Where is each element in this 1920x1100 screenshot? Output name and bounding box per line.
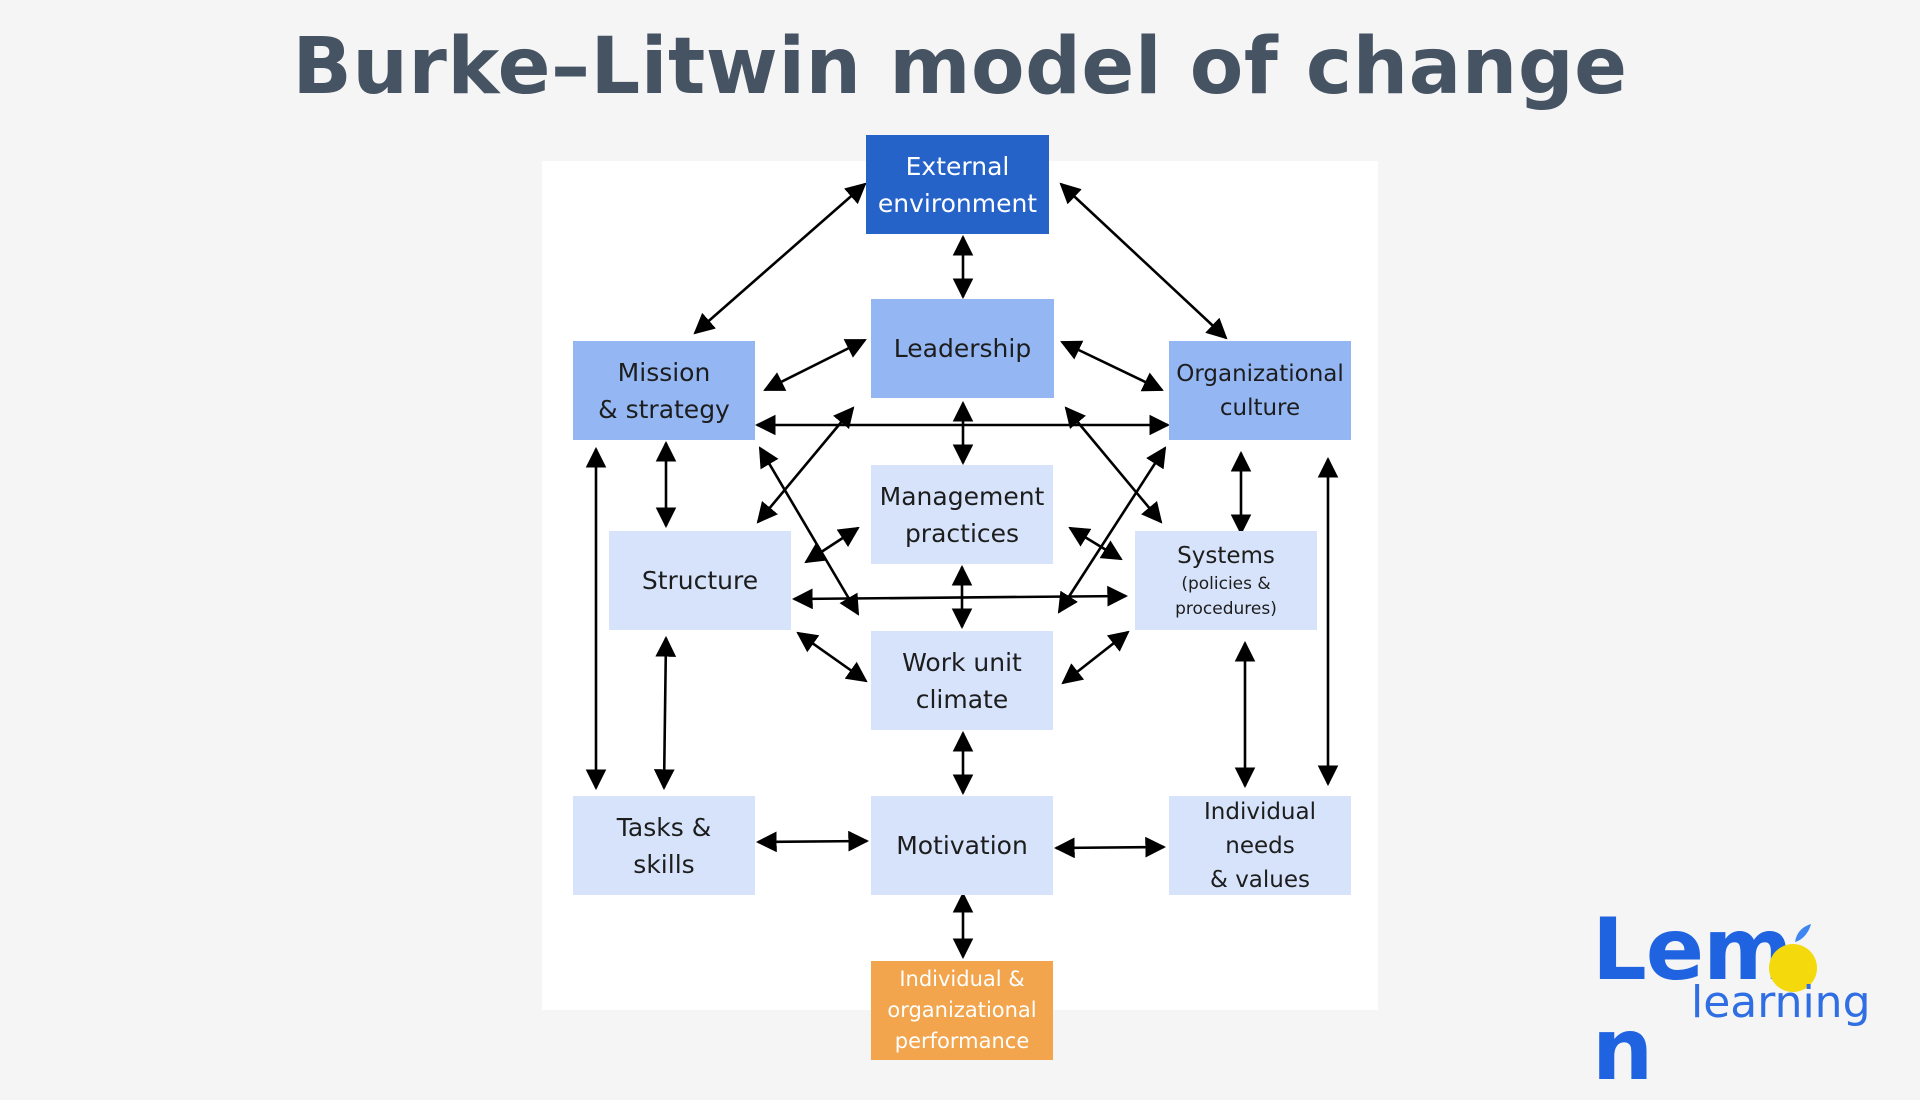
box-work-unit-climate: Work unit climate [871,631,1053,730]
lemon-icon [1769,924,1817,992]
structure-label: Structure [641,566,759,595]
logo-subtitle: learning [1691,977,1871,1028]
systems-sublabel: (policies & procedures) [1175,573,1277,619]
box-organizational-culture: Organizational culture [1169,341,1351,440]
arrow-tasks-motivation [755,830,870,853]
box-individual-needs-values: Individual needs & values [1169,796,1351,895]
box-mission-strategy: Mission & strategy [573,341,755,440]
box-tasks-skills: Tasks & skills [573,796,755,895]
box-performance: Individual & organizational performance [871,961,1053,1060]
arrow-external-mission [693,182,867,335]
box-management-practices: Management practices [871,465,1053,564]
arrow-management-systems [1068,526,1123,561]
systems-label: Systems [1177,542,1275,569]
leadership-label: Leadership [893,334,1032,363]
box-motivation: Motivation [871,796,1053,895]
mission-strategy-label: Mission & strategy [598,357,730,424]
management-practices-label: Management practices [879,481,1045,548]
individual-needs-values-label: Individual needs & values [1203,798,1316,893]
box-structure: Structure [609,531,791,630]
organizational-culture-label: Organizational culture [1176,360,1344,421]
box-leadership: Leadership [871,299,1054,398]
lemon-learning-logo: Lemn learning [1592,900,1871,1100]
arrow-structure-tasks [653,635,677,791]
work-unit-climate-label: Work unit climate [902,647,1022,714]
performance-label: Individual & organizational performance [887,967,1037,1053]
box-external-environment: External environment [866,135,1049,234]
tasks-skills-label: Tasks & skills [616,812,712,879]
arrow-external-culture [1059,182,1228,340]
box-systems: Systems (policies & procedures) [1135,531,1317,630]
motivation-label: Motivation [896,831,1028,860]
arrow-management-structure [804,526,860,564]
page-title: Burke–Litwin model of change [292,22,1628,112]
arrow-systems-climate [1061,630,1130,685]
logo-word-left: Lem [1592,900,1793,1000]
arrow-structure-climate [796,631,868,683]
external-environment-label: External environment [877,151,1038,218]
arrow-leadership-culture [1060,340,1164,392]
logo-word-right: n [1592,1000,1653,1100]
arrow-leadership-mission [763,338,867,392]
arrow-structure-systems [791,585,1129,610]
arrow-motivation-needs [1053,836,1167,859]
